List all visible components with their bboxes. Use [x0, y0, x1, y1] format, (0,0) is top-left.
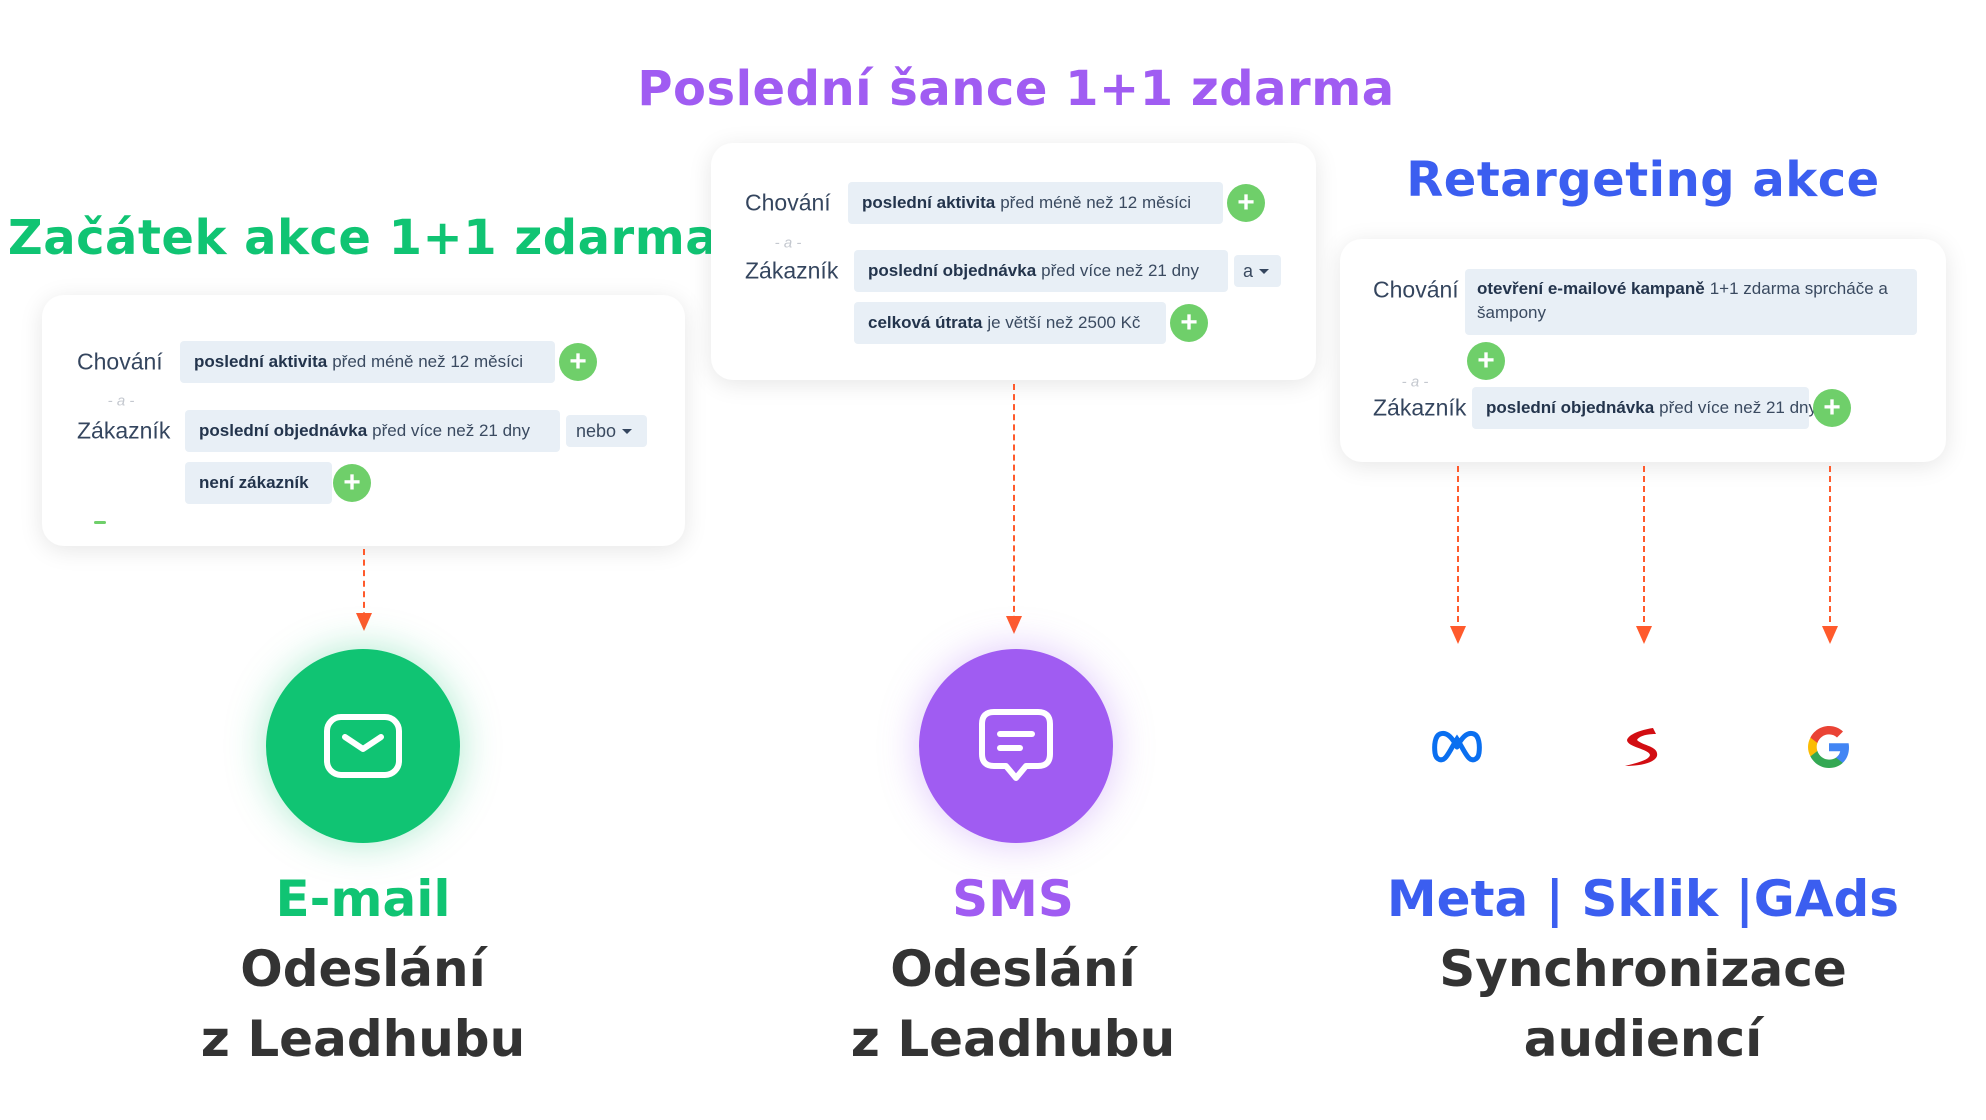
condition-name: poslední aktivita — [862, 193, 996, 212]
channel-name: E-mail — [275, 870, 451, 928]
and-separator: - a - — [107, 392, 135, 410]
condition-value: před více než 21 dny — [1041, 261, 1199, 280]
channel-name: SMS — [952, 870, 1074, 928]
flow-arrow — [356, 549, 372, 631]
caret-down-icon — [1259, 268, 1270, 274]
retargeting-caption: Meta | Sklik |GAds Synchronizace audienc… — [1387, 864, 1899, 1074]
email-campaign-title: Začátek akce 1+1 zdarma — [7, 210, 719, 266]
meta-logo — [1432, 730, 1482, 763]
envelope-icon — [324, 714, 402, 778]
behavior-label: Chování — [745, 189, 831, 216]
customer-label: Zákazník — [745, 257, 839, 284]
caption-line: Odeslání — [890, 940, 1136, 998]
add-condition-button[interactable]: + — [1227, 184, 1265, 222]
customer-label: Zákazník — [1373, 394, 1467, 421]
chat-message-icon — [979, 709, 1053, 781]
sms-campaign-title: Poslední šance 1+1 zdarma — [637, 61, 1395, 117]
condition-name: poslední objednávka — [868, 261, 1037, 280]
caption-line: Synchronizace — [1439, 940, 1847, 998]
green-marker — [94, 521, 106, 524]
condition-name: celková útrata — [868, 313, 983, 332]
flow-arrow — [1822, 466, 1838, 644]
add-condition-button[interactable]: + — [559, 343, 597, 381]
behavior-label: Chování — [1373, 276, 1459, 303]
channel-name: Meta | Sklik |GAds — [1386, 870, 1900, 928]
and-separator: - a - — [1401, 373, 1429, 391]
condition-value: 1+1 zdarma sprcháče a šampony — [1477, 279, 1888, 322]
caption-line: Odeslání — [240, 940, 486, 998]
condition-value: před více než 21 dny — [1659, 398, 1817, 417]
operator-dropdown[interactable]: nebo — [566, 415, 647, 447]
condition-value: je větší než 2500 Kč — [987, 313, 1141, 332]
caption-line: z Leadhubu — [850, 1010, 1176, 1068]
caret-down-icon — [622, 428, 633, 434]
flow-arrow — [1636, 466, 1652, 644]
condition-name: poslední objednávka — [1486, 398, 1655, 417]
condition-name: není zákazník — [199, 473, 309, 492]
flow-arrow — [1450, 466, 1466, 644]
condition-name: poslední aktivita — [194, 352, 328, 371]
email-channel-caption: E-mail Odeslání z Leadhubu — [201, 864, 525, 1074]
flow-arrow — [1006, 384, 1022, 634]
add-condition-button[interactable]: + — [1813, 389, 1851, 427]
and-separator: - a - — [774, 234, 802, 252]
email-channel-circle — [266, 649, 460, 843]
condition-name: poslední objednávka — [199, 421, 368, 440]
behavior-label: Chování — [77, 348, 163, 375]
caption-line: audiencí — [1523, 1010, 1763, 1068]
operator-dropdown[interactable]: a — [1234, 255, 1281, 287]
condition-value: před méně než 12 měsíci — [332, 352, 524, 371]
operator-value: nebo — [576, 420, 617, 441]
condition-value: před více než 21 dny — [372, 421, 530, 440]
sms-channel-circle — [919, 649, 1113, 843]
sklik-logo — [1625, 728, 1658, 766]
sms-channel-caption: SMS Odeslání z Leadhubu — [851, 864, 1175, 1074]
condition-name: otevření e-mailové kampaně — [1477, 279, 1705, 298]
retargeting-title: Retargeting akce — [1406, 152, 1880, 208]
customer-label: Zákazník — [77, 417, 171, 444]
condition-value: před méně než 12 měsíci — [1000, 193, 1192, 212]
add-condition-button[interactable]: + — [1170, 304, 1208, 342]
add-condition-button[interactable]: + — [333, 464, 371, 502]
condition-chip[interactable]: není zákazník — [185, 462, 332, 504]
google-logo — [1808, 726, 1849, 768]
caption-line: z Leadhubu — [200, 1010, 526, 1068]
operator-value: a — [1243, 260, 1254, 281]
add-condition-button[interactable]: + — [1467, 342, 1505, 380]
